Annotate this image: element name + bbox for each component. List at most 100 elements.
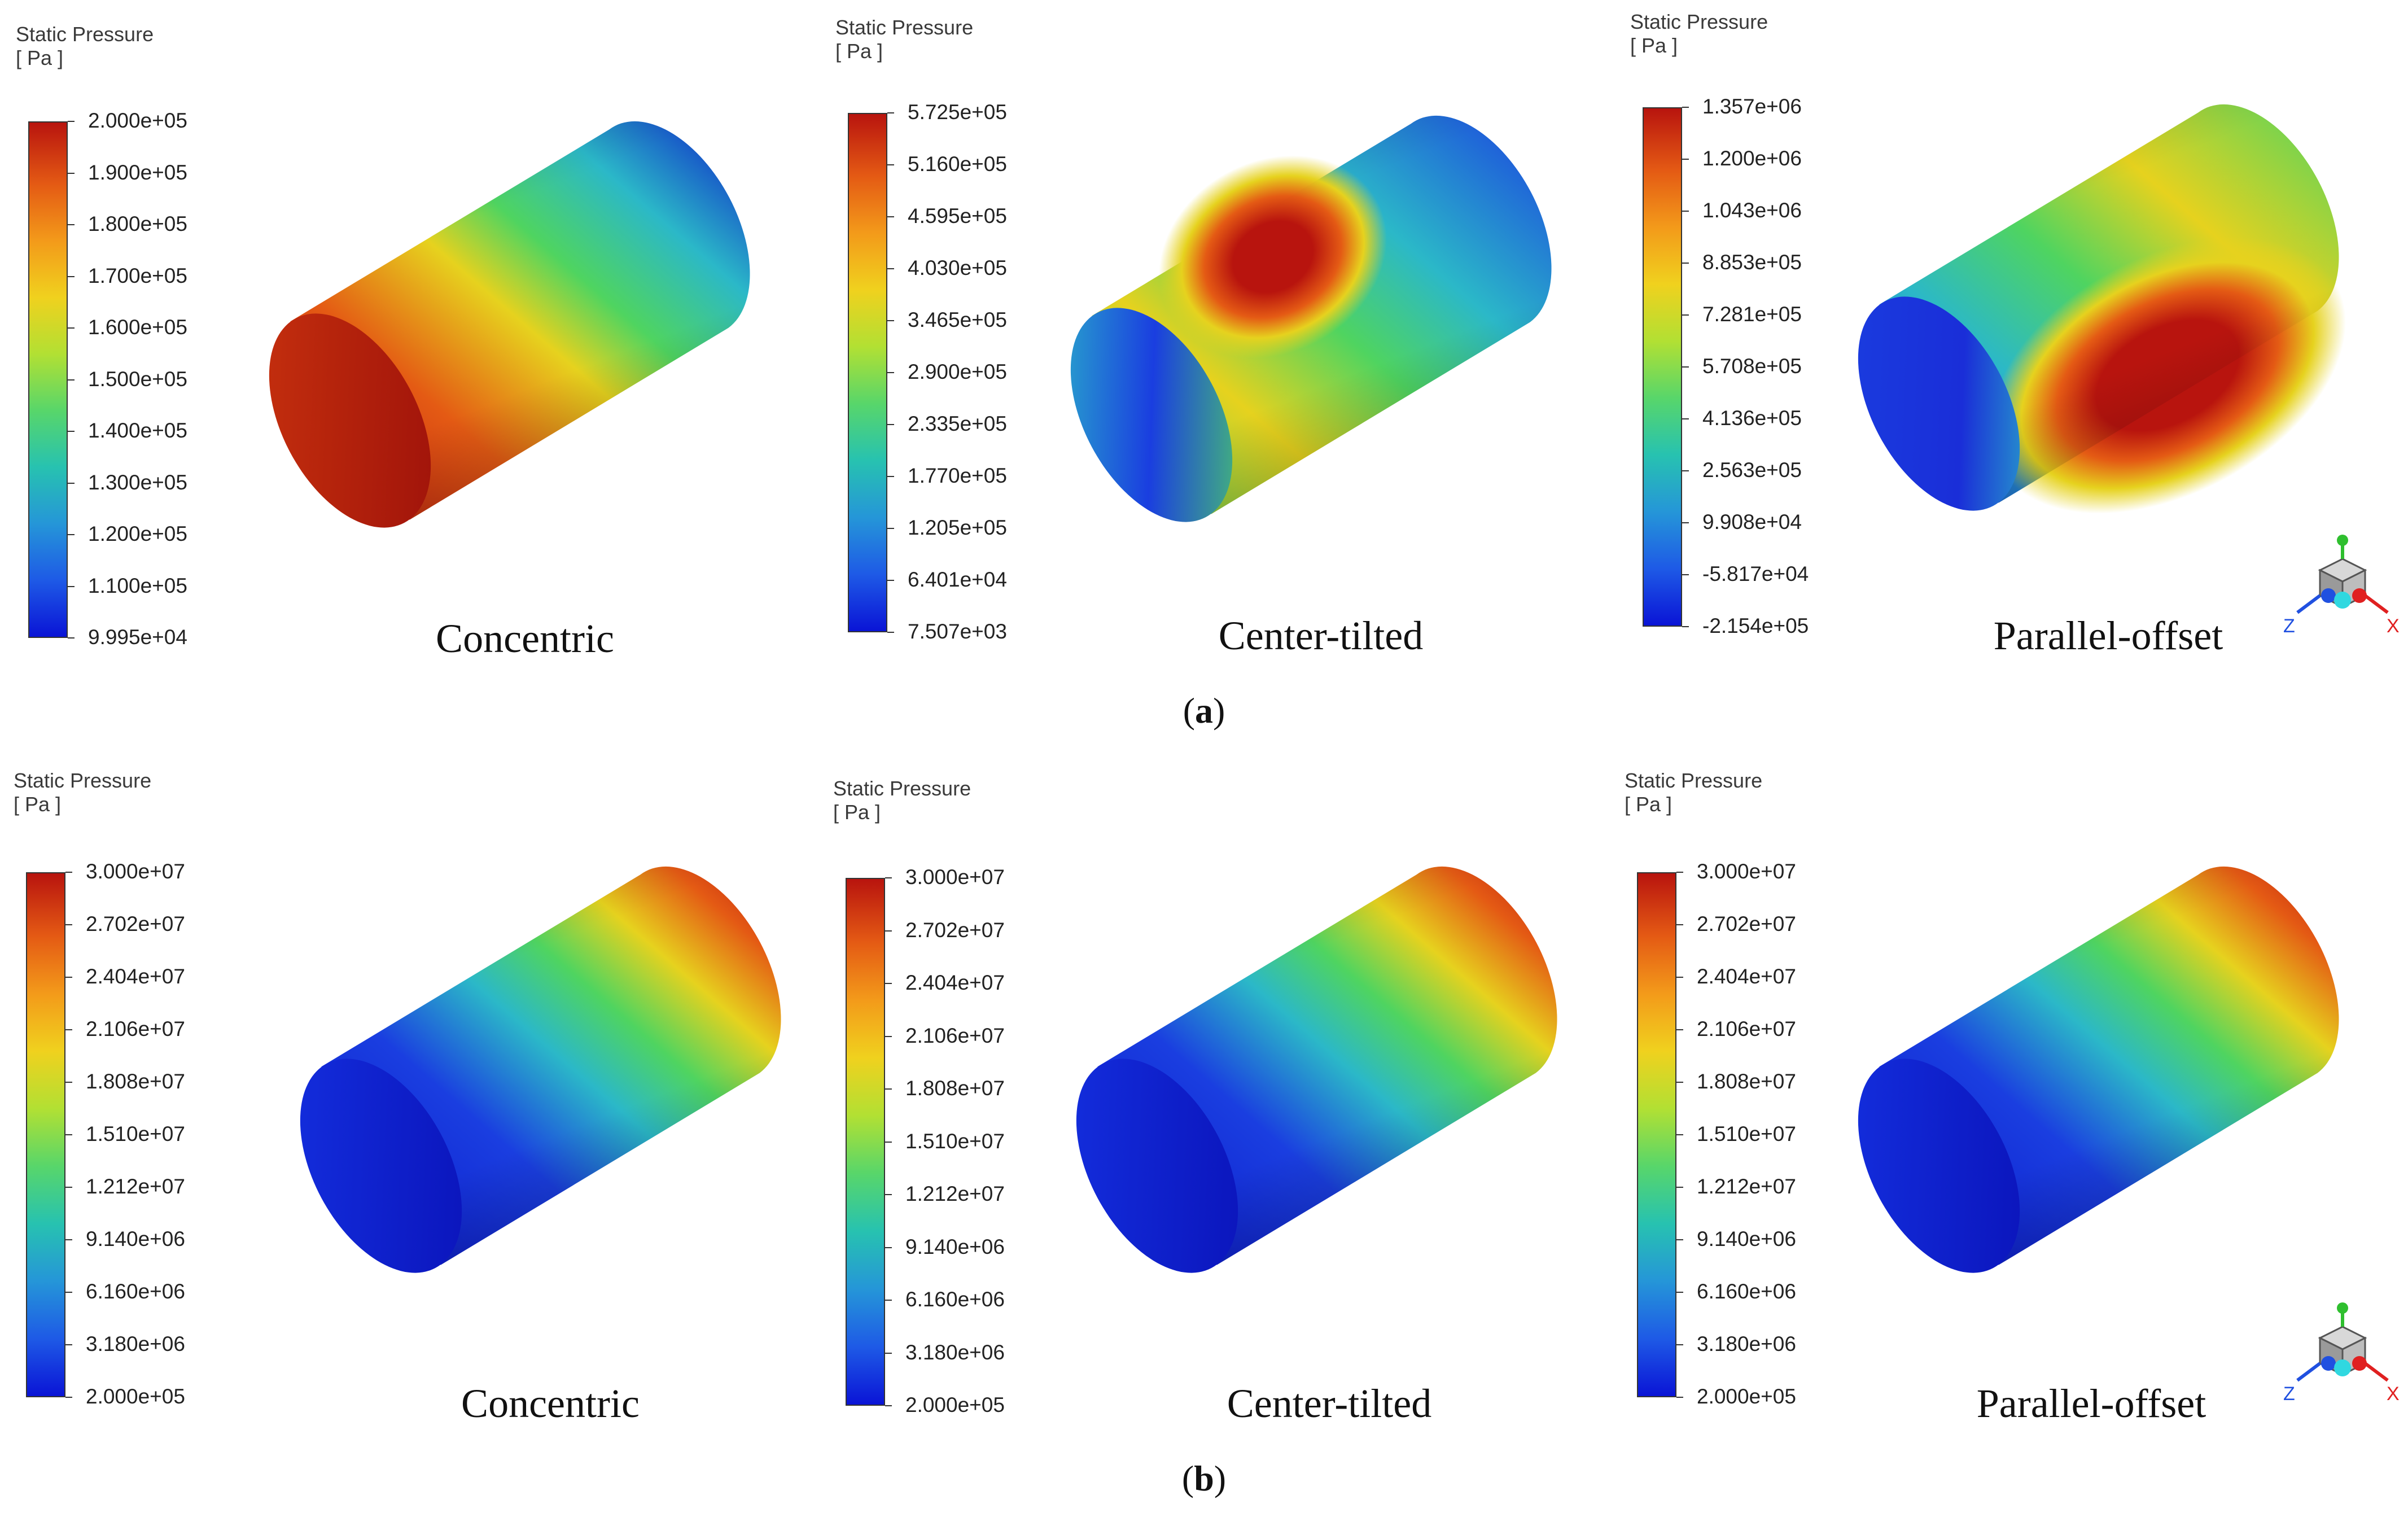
colorbar-tickmark: [68, 637, 75, 639]
colorbar-tick-label: 1.600e+05: [88, 316, 187, 339]
colorbar-tick-label: 5.160e+05: [908, 152, 1007, 176]
colorbar-tick-label: 9.908e+04: [1702, 510, 1802, 534]
colorbar-tick-label: 2.404e+07: [905, 971, 1005, 994]
colorbar-tick-label: 1.200e+05: [88, 522, 187, 545]
colorbar-tick-label: 1.510e+07: [905, 1129, 1005, 1153]
colorbar-tickmark: [887, 164, 894, 165]
colorbar-tickmark: [68, 534, 75, 535]
colorbar-tick-label: 9.140e+06: [1697, 1227, 1796, 1250]
colorbar-tickmark: [1676, 1187, 1683, 1188]
colorbar-tick-label: 2.702e+07: [86, 912, 185, 935]
legend-unit: [ Pa ]: [1625, 793, 1673, 816]
panel-caption: Concentric: [461, 1381, 640, 1426]
colorbar-tick-label: 1.510e+07: [86, 1122, 185, 1145]
colorbar-tick-label: 1.400e+05: [88, 419, 187, 442]
colorbar-tickmark: [1676, 1397, 1683, 1398]
colorbar-tick-label: 2.702e+07: [1697, 912, 1796, 935]
colorbar-tickmark: [1676, 1082, 1683, 1083]
colorbar-tick-label: 9.140e+06: [905, 1235, 1005, 1258]
legend-unit: [ Pa ]: [835, 40, 883, 63]
colorbar-tick-label: 1.900e+05: [88, 160, 187, 184]
colorbar-tick-label: 1.808e+07: [86, 1070, 185, 1093]
colorbar-tickmark: [65, 1344, 72, 1345]
colorbar-tickmark: [68, 224, 75, 225]
colorbar-tickmark: [887, 112, 894, 113]
colorbar-tickmark: [885, 877, 892, 878]
legend-title: Static Pressure[ Pa ]: [16, 23, 154, 70]
colorbar-tickmark: [65, 977, 72, 978]
cylinder-end-face: [1076, 1059, 1238, 1273]
colorbar-tickmark: [887, 372, 894, 373]
colorbar-tick-label: 2.000e+05: [88, 109, 187, 132]
colorbar-tick-label: 6.160e+06: [1697, 1280, 1796, 1303]
colorbar-tick-label: 1.500e+05: [88, 367, 187, 391]
colorbar-tickmark: [1682, 470, 1689, 471]
colorbar-tickmark: [1682, 263, 1689, 264]
panel-caption: Center-tilted: [1218, 613, 1424, 658]
colorbar-tick-label: 3.000e+07: [905, 865, 1005, 889]
colorbar-tickmark: [1682, 211, 1689, 212]
colorbar-tickmark: [885, 1035, 892, 1037]
colorbar-tick-label: 2.900e+05: [908, 360, 1007, 383]
cylinder-end-face: [1070, 308, 1233, 522]
svg-text:Z: Z: [2283, 1383, 2295, 1405]
colorbar-tick-label: 1.200e+06: [1702, 147, 1802, 170]
colorbar-tick-label: 1.100e+05: [88, 574, 187, 597]
colorbar-tick-label: 2.106e+07: [1697, 1017, 1796, 1040]
colorbar-tick-label: 3.180e+06: [86, 1332, 185, 1355]
legend-unit: [ Pa ]: [833, 801, 881, 824]
legend-quantity: Static Pressure: [16, 23, 154, 46]
colorbar-tickmark: [68, 172, 75, 174]
legend-unit: [ Pa ]: [14, 793, 62, 816]
colorbar-tickmark: [65, 1292, 72, 1293]
pressure-contour-cylinder: [1858, 104, 2346, 514]
colorbar-tickmark: [887, 476, 894, 477]
subfigure-label-b: (b): [1181, 1458, 1227, 1498]
legend-title: Static Pressure[ Pa ]: [14, 769, 151, 816]
colorbar-tick-label: 4.136e+05: [1702, 406, 1802, 430]
colorbar-tick-label: 3.180e+06: [905, 1340, 1005, 1364]
subfigure-label-a: (a): [1183, 690, 1225, 731]
colorbar-tickmark: [885, 1194, 892, 1195]
pressure-contour-cylinder: [300, 866, 781, 1273]
colorbar: [848, 113, 887, 632]
colorbar-tickmark: [885, 1088, 892, 1090]
pressure-contour-cylinder: [1070, 115, 1552, 522]
colorbar-tickmark: [65, 872, 72, 873]
legend-quantity: Static Pressure: [833, 777, 971, 800]
colorbar-tickmark: [885, 1352, 892, 1354]
colorbar-tickmark: [68, 482, 75, 484]
colorbar-tick-label: 2.106e+07: [86, 1017, 185, 1040]
colorbar-tickmark: [68, 121, 75, 122]
svg-text:Y: Y: [2337, 534, 2350, 538]
axis-triad-a: Y X Z: [2283, 534, 2400, 637]
colorbar-tick-label: 4.595e+05: [908, 204, 1007, 228]
panel-caption: Concentric: [436, 616, 614, 661]
colorbar-tick-label: 1.212e+07: [1697, 1175, 1796, 1198]
colorbar-tickmark: [68, 276, 75, 277]
colorbar-tickmark: [887, 216, 894, 217]
panel-caption: Center-tilted: [1227, 1381, 1432, 1426]
svg-text:X: X: [2387, 615, 2400, 637]
colorbar-tickmark: [1676, 1029, 1683, 1030]
colorbar-tickmark: [1676, 1239, 1683, 1240]
colorbar-tickmark: [65, 924, 72, 925]
colorbar-tick-label: 1.808e+07: [905, 1077, 1005, 1100]
colorbar-tickmark: [65, 1239, 72, 1240]
colorbar-tickmark: [68, 379, 75, 381]
colorbar-tickmark: [1676, 1134, 1683, 1135]
colorbar-tickmark: [887, 580, 894, 581]
colorbar: [1637, 872, 1676, 1397]
colorbar-tick-label: 3.000e+07: [86, 860, 185, 883]
colorbar-tickmark: [65, 1187, 72, 1188]
legend-unit: [ Pa ]: [1630, 34, 1678, 57]
colorbar-tickmark: [65, 1397, 72, 1398]
colorbar-tick-label: 2.404e+07: [1697, 965, 1796, 988]
colorbar-tickmark: [887, 268, 894, 269]
colorbar-tickmark: [1682, 159, 1689, 160]
colorbar-tick-label: 1.043e+06: [1702, 199, 1802, 222]
legend-title: Static Pressure[ Pa ]: [835, 16, 973, 63]
colorbar-tick-label: 1.800e+05: [88, 212, 187, 235]
colorbar-tickmark: [1676, 977, 1683, 978]
colorbar-tick-label: 1.212e+07: [905, 1182, 1005, 1205]
